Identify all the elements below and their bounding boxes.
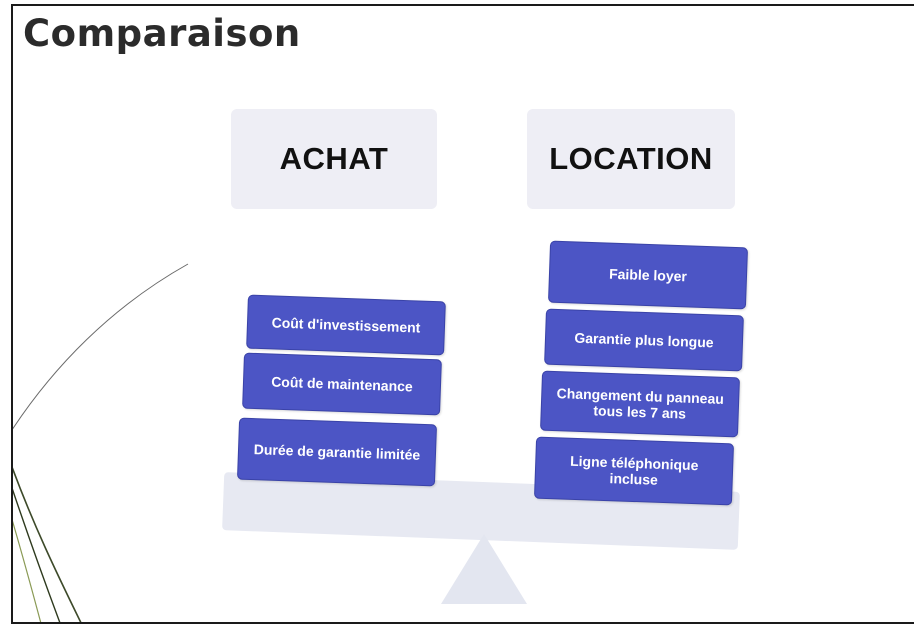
decorative-curve-3 bbox=[13, 488, 61, 622]
achat-item-warranty: Durée de garantie limitée bbox=[236, 417, 438, 487]
decorative-curves bbox=[13, 263, 189, 622]
achat-item-maintenance: Coût de maintenance bbox=[242, 352, 442, 416]
location-item-low-rent: Faible loyer bbox=[547, 240, 749, 310]
decorative-curve-2 bbox=[13, 467, 82, 622]
location-item-phone-line: Ligne téléphonique incluse bbox=[533, 436, 735, 506]
achat-item-investment: Coût d'investissement bbox=[246, 294, 446, 356]
location-item-longer-warranty: Garantie plus longue bbox=[544, 308, 744, 372]
achat-header: ACHAT bbox=[231, 109, 437, 209]
slide-title: Comparaison bbox=[23, 12, 301, 55]
location-header: LOCATION bbox=[527, 109, 735, 209]
decorative-curve-1 bbox=[13, 263, 189, 430]
decorative-curve-4 bbox=[13, 520, 42, 622]
location-item-panel-change: Changement du panneau tous les 7 ans bbox=[540, 370, 740, 438]
slide: Comparaison ACHAT LOCATION Coût d'invest… bbox=[11, 4, 914, 624]
scale-fulcrum bbox=[441, 534, 527, 604]
